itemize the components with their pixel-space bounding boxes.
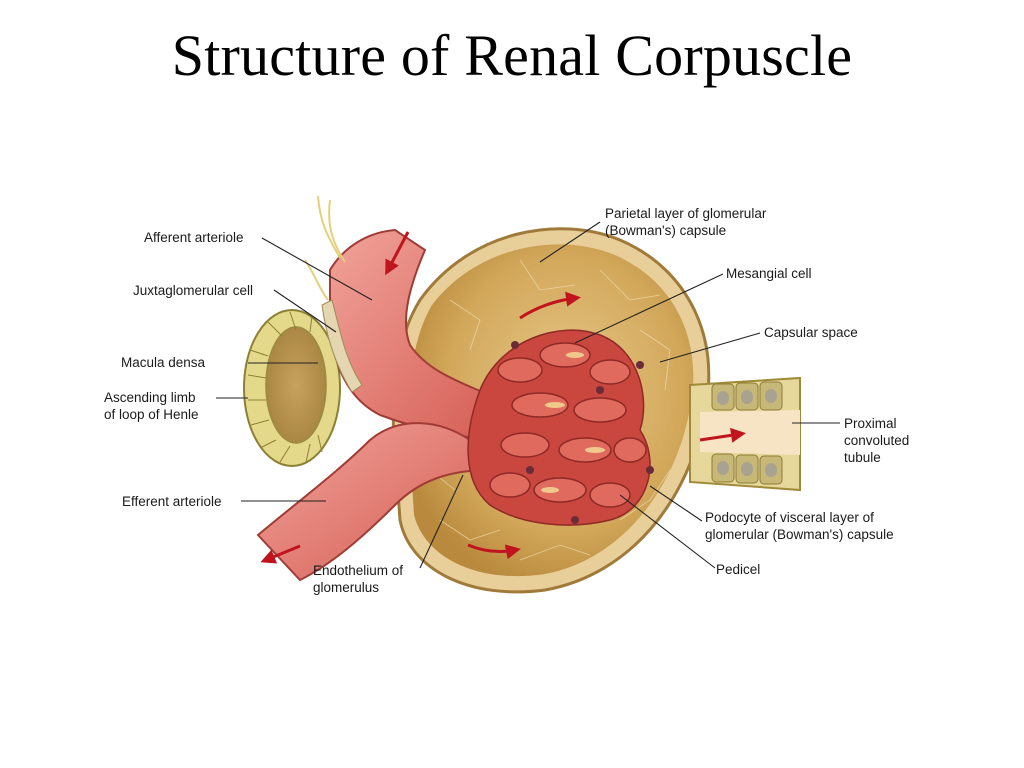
label-proximal-line1: Proximal	[844, 416, 897, 431]
proximal-tubule	[689, 376, 801, 492]
label-endothelium-line1: Endothelium of	[313, 563, 403, 578]
outflow-arrow	[260, 544, 301, 564]
leader-lines	[216, 221, 840, 569]
label-capsular-space: Capsular space	[764, 325, 858, 340]
flow-arrows	[260, 231, 746, 564]
label-pedicel: Pedicel	[716, 562, 760, 577]
label-juxtaglomerular-cell: Juxtaglomerular cell	[133, 283, 253, 298]
label-podocyte-line2: glomerular (Bowman's) capsule	[705, 527, 894, 542]
afferent-arteriole	[329, 228, 512, 442]
label-mesangial-cell: Mesangial cell	[726, 266, 812, 281]
capsule-cell-pattern	[429, 259, 671, 561]
label-parietal-line2: (Bowman's) capsule	[605, 223, 726, 238]
slide-title: Structure of Renal Corpuscle	[171, 23, 853, 88]
glomerulus-tuft	[467, 329, 654, 526]
filtrate-arrow-bottom	[467, 543, 521, 560]
juxtaglomerular-band	[321, 299, 363, 393]
label-endothelium-line2: glomerulus	[313, 580, 379, 595]
label-macula-densa: Macula densa	[121, 355, 206, 370]
diagram-labels: Afferent arteriole Juxtaglomerular cell …	[104, 206, 909, 595]
label-podocyte-line1: Podocyte of visceral layer of	[705, 510, 874, 525]
tubule-arrow	[699, 427, 746, 443]
filtrate-arrow-top	[519, 291, 581, 320]
inflow-arrow	[385, 231, 410, 276]
label-proximal-line2: convoluted	[844, 433, 909, 448]
label-afferent-arteriole: Afferent arteriole	[144, 230, 244, 245]
ascending-limb	[243, 309, 341, 467]
label-parietal-line1: Parietal layer of glomerular	[605, 206, 767, 221]
label-efferent-arteriole: Efferent arteriole	[122, 494, 222, 509]
label-proximal-line3: tubule	[844, 450, 881, 465]
label-ascending-limb-line2: of loop of Henle	[104, 407, 199, 422]
label-ascending-limb-line1: Ascending limb	[104, 390, 196, 405]
